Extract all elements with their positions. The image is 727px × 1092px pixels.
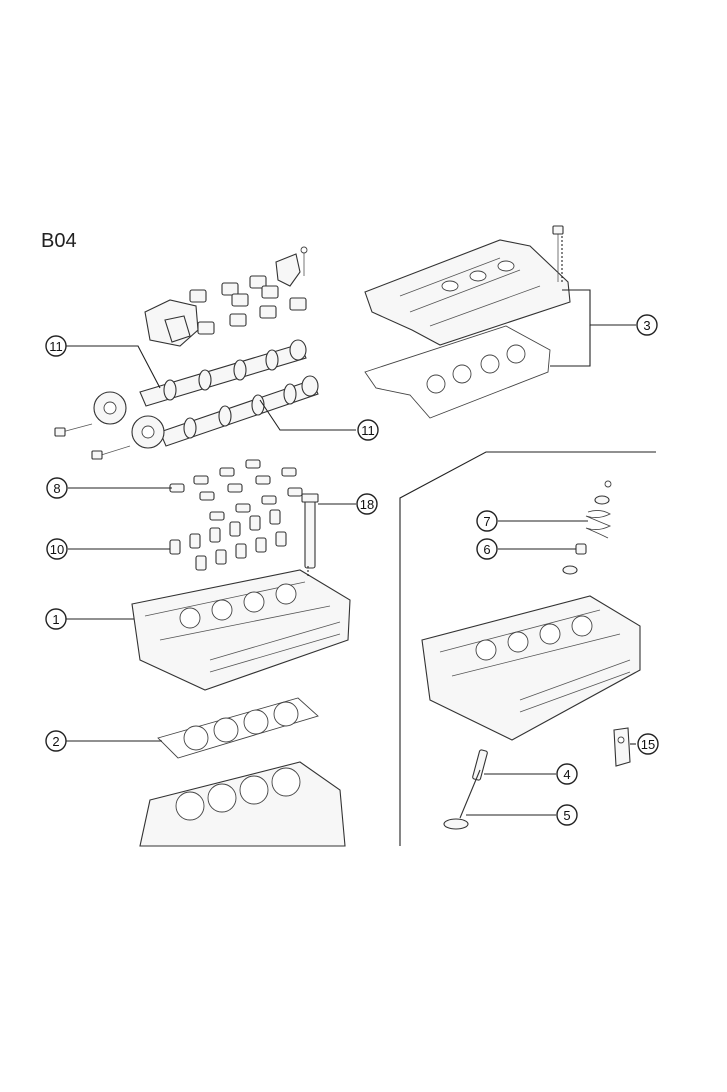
callout-8: 8 <box>46 477 68 499</box>
callout-3: 3 <box>636 314 658 336</box>
callout-10: 10 <box>46 538 68 560</box>
valve-lash-adjusters <box>169 459 303 521</box>
leader-lines <box>66 236 636 816</box>
callout-2: 2 <box>45 730 67 752</box>
svg-text:7: 7 <box>483 514 490 529</box>
svg-text:11: 11 <box>361 423 375 438</box>
valve-spring <box>585 509 612 539</box>
head-gasket <box>157 697 319 759</box>
svg-text:8: 8 <box>53 481 60 496</box>
callout-18: 18 <box>356 493 378 515</box>
callout-11a: 11 <box>45 335 67 357</box>
camshaft-intake <box>93 339 307 425</box>
callout-5: 5 <box>556 804 578 826</box>
valve-cover-gasket <box>364 325 551 419</box>
page-code: B04 <box>41 230 77 252</box>
svg-text:3: 3 <box>643 318 650 333</box>
camshaft-bolts <box>54 423 131 460</box>
svg-text:1: 1 <box>52 612 59 627</box>
svg-text:11: 11 <box>49 339 63 354</box>
bracket-plate <box>613 727 631 767</box>
svg-text:18: 18 <box>360 497 374 512</box>
valve <box>443 769 481 830</box>
valve-stem-seal <box>562 543 587 575</box>
svg-text:15: 15 <box>641 737 655 752</box>
svg-text:4: 4 <box>563 767 570 782</box>
valve-guide <box>472 749 488 781</box>
camshaft-exhaust <box>131 375 319 449</box>
hydraulic-lifters <box>169 509 287 571</box>
cylinder-head-right <box>421 595 641 741</box>
svg-text:10: 10 <box>50 542 64 557</box>
callout-11b: 11 <box>357 419 379 441</box>
callout-1: 1 <box>45 608 67 630</box>
callout-15: 15 <box>637 733 659 755</box>
valve-spring-retainer <box>594 480 612 505</box>
callout-7: 7 <box>476 510 498 532</box>
svg-text:5: 5 <box>563 808 570 823</box>
callout-6: 6 <box>476 538 498 560</box>
cylinder-head-left <box>131 569 351 691</box>
svg-text:2: 2 <box>52 734 59 749</box>
valve-cover <box>364 225 571 346</box>
rocker-arm-assembly <box>144 246 308 347</box>
engine-block <box>139 761 346 847</box>
svg-text:6: 6 <box>483 542 490 557</box>
detail-frame-border <box>399 451 656 846</box>
head-bolt <box>301 493 319 569</box>
callout-4: 4 <box>556 763 578 785</box>
